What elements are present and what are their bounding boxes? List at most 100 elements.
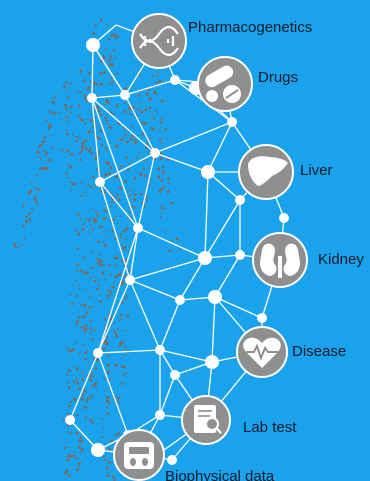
- body-dot: [92, 31, 96, 35]
- body-dot: [83, 139, 88, 143]
- body-dot: [103, 71, 106, 74]
- body-dot: [99, 293, 102, 296]
- body-dot: [78, 315, 81, 319]
- body-dot: [62, 417, 65, 421]
- body-dot: [25, 215, 28, 218]
- body-dot: [84, 306, 86, 309]
- network-node: [170, 75, 180, 85]
- body-dot: [125, 227, 129, 231]
- network-link: [137, 152, 156, 229]
- body-dot: [150, 97, 153, 100]
- body-dot: [91, 421, 94, 424]
- network-link: [179, 257, 206, 301]
- body-dot: [81, 393, 84, 397]
- body-dot: [67, 349, 70, 352]
- body-dot: [47, 128, 50, 131]
- body-dot: [17, 246, 20, 249]
- body-dot: [73, 380, 76, 383]
- body-dot: [60, 148, 64, 152]
- hub-drugs: Drugs: [197, 56, 298, 112]
- body-dot: [40, 144, 43, 147]
- hub-circle: [131, 13, 187, 69]
- body-dot: [101, 418, 104, 421]
- body-dot: [69, 105, 72, 109]
- body-dot: [89, 252, 92, 255]
- body-dot: [75, 377, 78, 380]
- body-dot: [156, 75, 159, 78]
- body-dot: [76, 457, 79, 460]
- body-dot: [115, 196, 118, 199]
- body-dot: [107, 460, 111, 464]
- body-dot: [117, 273, 121, 276]
- body-dot: [154, 92, 158, 95]
- body-dot: [83, 375, 86, 377]
- body-dot: [93, 90, 96, 92]
- body-dot: [88, 231, 91, 234]
- body-dot: [70, 111, 73, 114]
- body-dot: [76, 247, 80, 250]
- body-dot: [93, 263, 95, 266]
- body-dot: [114, 72, 117, 75]
- liver-icon: [248, 156, 288, 186]
- body-dot: [114, 433, 118, 437]
- body-dot: [68, 165, 72, 169]
- network-link: [99, 181, 131, 281]
- body-dot: [113, 321, 115, 324]
- network-node: [65, 415, 75, 425]
- body-dot: [83, 94, 87, 97]
- body-dot: [109, 55, 113, 58]
- body-dot: [105, 161, 108, 165]
- network-link: [97, 349, 161, 354]
- body-dot: [108, 264, 111, 267]
- body-dot: [39, 168, 42, 171]
- body-dot: [139, 193, 143, 196]
- body-dot: [117, 198, 121, 202]
- body-dot: [108, 378, 111, 381]
- network-node: [227, 117, 237, 127]
- body-dot: [136, 114, 139, 117]
- body-dot: [121, 137, 125, 141]
- body-dot: [106, 173, 108, 176]
- body-dot: [66, 133, 69, 136]
- body-dot: [122, 246, 125, 249]
- body-dot: [90, 394, 93, 397]
- body-dot: [133, 176, 137, 180]
- body-dot: [115, 104, 119, 108]
- network-link: [91, 97, 156, 154]
- body-dot: [100, 143, 103, 147]
- body-dot: [113, 329, 116, 332]
- hub-lab-test: Lab test: [181, 395, 297, 445]
- body-dot: [162, 185, 166, 189]
- hub-liver: Liver: [238, 144, 333, 200]
- body-dot: [28, 212, 31, 216]
- body-dot: [117, 431, 121, 435]
- body-dot: [170, 201, 173, 205]
- body-dot: [88, 149, 92, 153]
- dna-icon: [139, 25, 179, 57]
- network-node: [150, 148, 160, 158]
- body-dot: [104, 209, 108, 213]
- body-dot: [124, 346, 127, 349]
- body-dot: [95, 379, 98, 382]
- body-dot: [159, 206, 163, 210]
- body-dot: [158, 129, 161, 132]
- body-dot: [137, 94, 141, 97]
- body-dot: [128, 245, 131, 248]
- body-dot: [53, 96, 56, 99]
- body-dot: [107, 294, 110, 298]
- body-dot: [83, 270, 86, 272]
- body-dot: [85, 194, 88, 196]
- body-dot: [100, 113, 103, 117]
- body-dot: [106, 400, 110, 404]
- body-dot: [111, 201, 114, 204]
- body-dot: [91, 152, 94, 155]
- body-dot: [89, 146, 92, 150]
- body-dot: [36, 150, 40, 154]
- body-dot: [114, 274, 118, 278]
- body-dot: [66, 446, 69, 448]
- body-dot: [42, 149, 45, 152]
- body-dot: [89, 378, 93, 382]
- body-dot: [123, 248, 126, 251]
- network-link: [97, 227, 139, 354]
- category-hubs: Pharmacogenetics Drugs Liver: [113, 13, 364, 481]
